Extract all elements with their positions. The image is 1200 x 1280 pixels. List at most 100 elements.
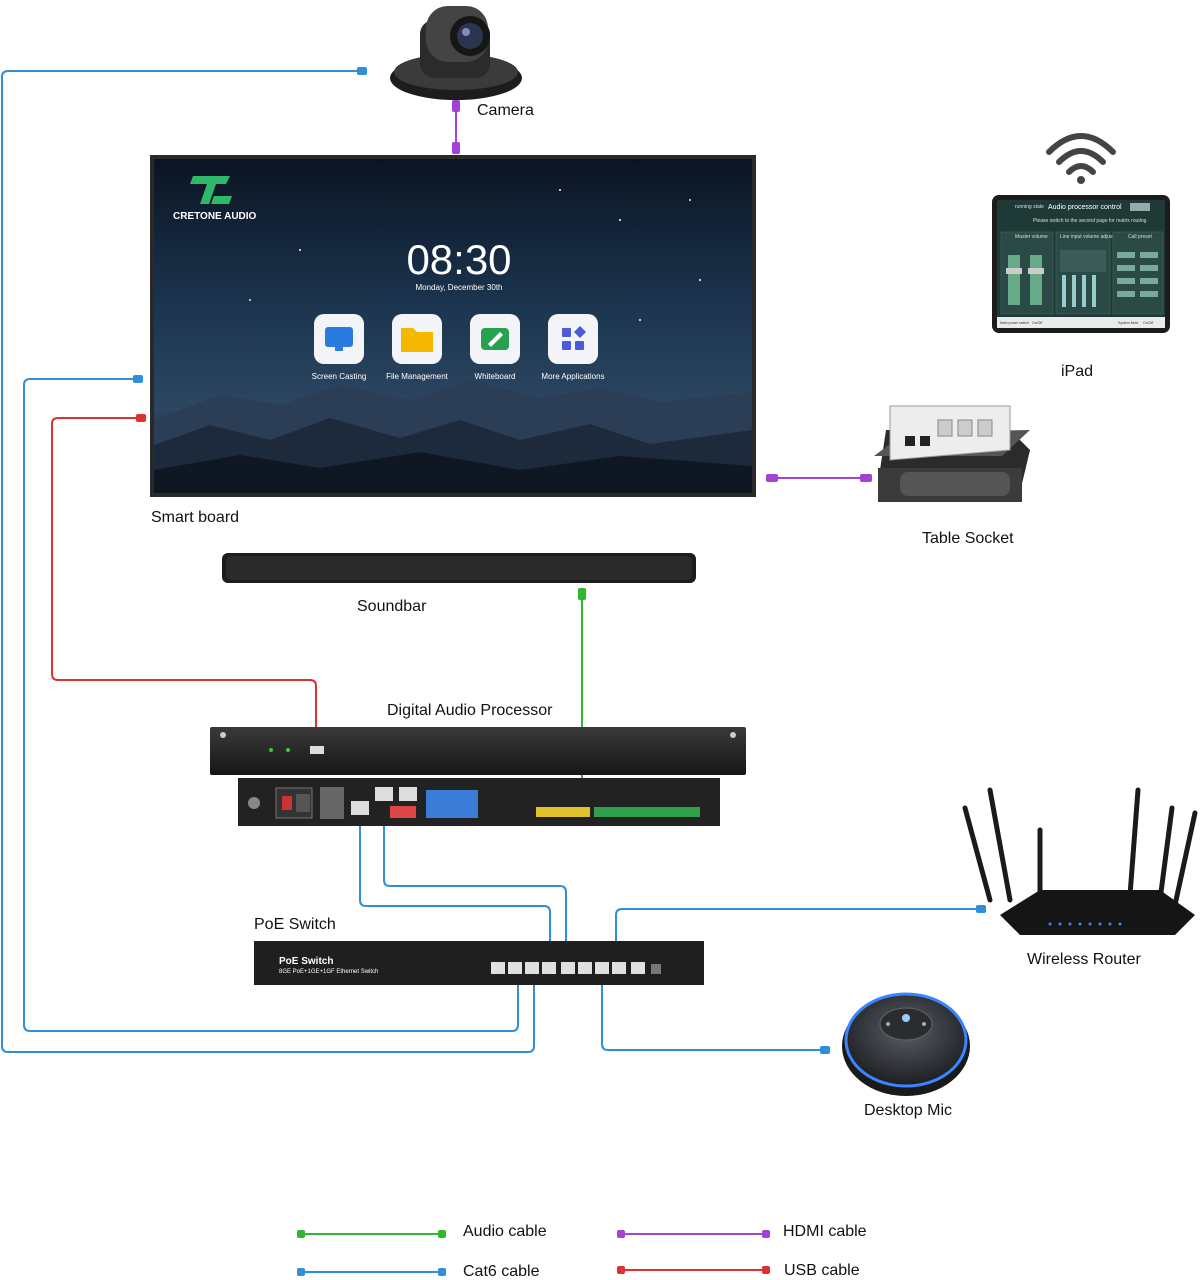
preset-button[interactable]: [1117, 291, 1135, 297]
legend-label: Audio cable: [463, 1223, 547, 1240]
gpio-block: [426, 790, 478, 818]
ethernet-ports: [491, 962, 661, 974]
dante-port[interactable]: [399, 787, 417, 801]
socket-outlet: [905, 436, 915, 446]
cat6-cable-router: [615, 908, 980, 966]
legend-label: Cat6 cable: [463, 1263, 540, 1280]
legend-label: USB cable: [784, 1262, 860, 1279]
ipad-subtitle: Please switch to the second page for mat…: [1033, 218, 1147, 224]
processor-back: [238, 778, 720, 826]
preset-button[interactable]: [1140, 252, 1158, 258]
camera: [390, 6, 522, 100]
app-more-applications[interactable]: More Applications: [541, 314, 605, 381]
table-socket-label: Table Socket: [922, 530, 1014, 547]
poe-device-name: PoE Switch: [279, 956, 333, 967]
wifi-icon: [1046, 133, 1116, 175]
ipad-header-left: running state: [1015, 204, 1044, 210]
cables: [1, 67, 986, 1054]
app-screen-casting[interactable]: Screen Casting: [312, 314, 367, 381]
lan-port-b[interactable]: [375, 787, 393, 801]
ethernet-port[interactable]: [595, 962, 609, 974]
cat6-cable-processor-a: [359, 813, 551, 966]
power-switch[interactable]: [282, 796, 292, 810]
ipad-toggle-right[interactable]: On/Off: [1143, 321, 1153, 325]
poe-switch-label: PoE Switch: [254, 916, 336, 933]
router-label: Wireless Router: [1027, 951, 1141, 968]
preset-button[interactable]: [1117, 252, 1135, 258]
cretone-logo-icon: [190, 176, 232, 204]
poe-device-spec: 8GE PoE+1GE+1GF Ethernet Switch: [279, 969, 378, 975]
legend-item-hdmi: HDMI cable: [617, 1223, 867, 1240]
smart-board-label: Smart board: [151, 509, 239, 526]
sfp-port[interactable]: [651, 964, 661, 974]
lan-port-a[interactable]: [351, 801, 369, 815]
cat6-cable-mic: [601, 966, 826, 1051]
preset-button[interactable]: [1140, 278, 1158, 284]
cat6-cable-processor-b: [383, 812, 567, 966]
ethernet-port[interactable]: [542, 962, 556, 974]
smart-board: CRETONE AUDIO 08:30 Monday, December 30t…: [150, 155, 756, 497]
poe-switch: PoE Switch 8GE PoE+1GE+1GF Ethernet Swit…: [254, 941, 704, 985]
usb-cable-smartboard: [51, 417, 317, 746]
ipad-panel-line-input: Line input volume adjust: [1055, 231, 1115, 315]
svg-text:Line input volume adjust: Line input volume adjust: [1060, 234, 1115, 240]
svg-text:Master volume: Master volume: [1015, 234, 1048, 240]
grid-apps-icon: [562, 326, 586, 350]
desktop-mic: [842, 992, 970, 1096]
ethernet-port[interactable]: [631, 962, 645, 974]
app-label: Whiteboard: [475, 372, 516, 381]
cat6-cable-smartboard: [23, 378, 519, 1032]
ethernet-port[interactable]: [578, 962, 592, 974]
camera-label: Camera: [477, 102, 534, 119]
ipad-title: Audio processor control: [1048, 204, 1122, 211]
board-time: 08:30: [406, 236, 511, 283]
soundbar: [222, 553, 696, 583]
soundbar-label: Soundbar: [357, 598, 427, 615]
ipad-panel-master: Master volume: [1000, 231, 1054, 315]
screen-casting-icon: [325, 327, 353, 347]
wireless-router: [962, 787, 1198, 935]
mic-icon[interactable]: [902, 1014, 910, 1022]
app-label: Screen Casting: [312, 372, 367, 381]
legend-item-usb: USB cable: [617, 1262, 860, 1279]
power-inlet: [296, 794, 310, 812]
cat6-cable-camera: [1, 70, 535, 1053]
ethernet-port[interactable]: [491, 962, 505, 974]
analog-line-outputs: [536, 807, 590, 817]
ethernet-port[interactable]: [612, 962, 626, 974]
preset-button[interactable]: [1117, 265, 1135, 271]
ipad-panel-call-preset: Call preset: [1112, 231, 1164, 315]
preset-button[interactable]: [1117, 278, 1135, 284]
analog-mic-line-inputs: [594, 807, 700, 817]
desktop-mic-label: Desktop Mic: [864, 1102, 952, 1119]
board-brand: CRETONE AUDIO: [173, 211, 257, 222]
board-date: Monday, December 30th: [415, 283, 502, 292]
ipad: running state Audio processor control Pl…: [992, 195, 1170, 333]
app-file-management[interactable]: File Management: [386, 314, 449, 381]
fader-knob[interactable]: [1028, 268, 1044, 274]
legend: Audio cable HDMI cable Cat6 cable USB ca…: [297, 1223, 867, 1280]
app-whiteboard[interactable]: Whiteboard: [470, 314, 520, 381]
ethernet-port[interactable]: [561, 962, 575, 974]
usb-audio-port[interactable]: [310, 746, 324, 754]
svg-text:Call preset: Call preset: [1128, 234, 1153, 240]
legend-item-audio: Audio cable: [297, 1223, 547, 1240]
app-label: More Applications: [541, 372, 604, 381]
processor-label: Digital Audio Processor: [387, 702, 553, 719]
processor-front: [210, 727, 746, 775]
ipad-top-button[interactable]: [1130, 203, 1150, 211]
ethernet-port[interactable]: [508, 962, 522, 974]
ipad-label: iPad: [1061, 363, 1093, 380]
fader-knob[interactable]: [1006, 268, 1022, 274]
ipad-footer-right: System Mute: [1118, 321, 1138, 325]
preset-button[interactable]: [1140, 291, 1158, 297]
preset-button[interactable]: [1140, 265, 1158, 271]
legend-label: HDMI cable: [783, 1223, 867, 1240]
ipad-footer-left: Main power switch: [1000, 321, 1029, 325]
app-label: File Management: [386, 372, 449, 381]
table-socket: [874, 405, 1030, 502]
ethernet-port[interactable]: [525, 962, 539, 974]
legend-item-cat6: Cat6 cable: [297, 1263, 540, 1280]
folder-icon: [401, 328, 433, 352]
ipad-toggle-left[interactable]: On/Off: [1032, 321, 1042, 325]
